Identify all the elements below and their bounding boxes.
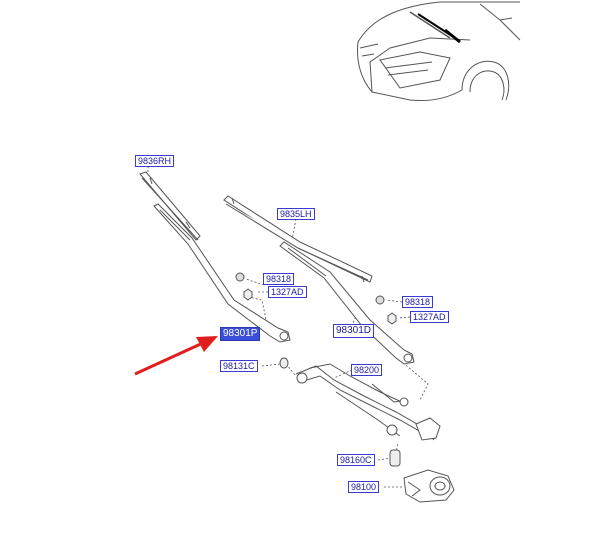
- label-98200[interactable]: 98200: [351, 364, 383, 376]
- caps-and-nuts: [235, 272, 401, 467]
- label-98301p[interactable]: 98301P: [220, 327, 261, 341]
- label-1327ad-b[interactable]: 1327AD: [410, 311, 449, 323]
- leader-lines: [147, 166, 429, 488]
- wiper-blade-rh: [139, 171, 201, 241]
- label-98318-a[interactable]: 98318: [263, 273, 295, 285]
- wiper-motor: [403, 469, 455, 503]
- car-thumbnail-icon: [357, 1, 521, 101]
- wiper-blade-lh: [223, 195, 373, 283]
- label-9835lh[interactable]: 9835LH: [277, 208, 315, 220]
- wiper-arm-rh: [153, 203, 291, 343]
- wiper-linkage: [295, 363, 441, 441]
- pointer-arrow-icon: [134, 336, 218, 376]
- label-98100[interactable]: 98100: [348, 481, 380, 493]
- label-98160c[interactable]: 98160C: [337, 454, 375, 466]
- label-98131c[interactable]: 98131C: [220, 360, 258, 372]
- label-1327ad-a[interactable]: 1327AD: [268, 286, 307, 298]
- label-98318-b[interactable]: 98318: [402, 296, 434, 308]
- wiper-arm-lh: [279, 241, 415, 365]
- label-9836rh[interactable]: 9836RH: [135, 155, 175, 167]
- label-98301d[interactable]: 98301D: [333, 324, 375, 338]
